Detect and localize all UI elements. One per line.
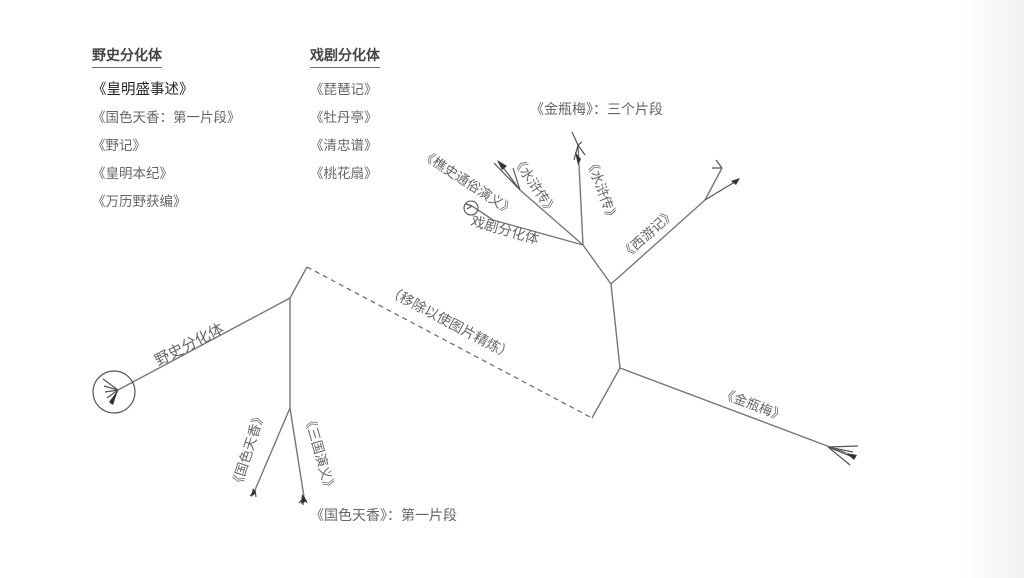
xiyou-tip [731,178,740,185]
jinping-top-tip [575,152,581,165]
trunk-yeshi [117,297,291,391]
branch-upper-left [582,244,612,285]
legend-yeshi-item: 《万历野获编》 [92,194,187,210]
trunk-right [610,283,621,369]
shuihu-tip [497,160,507,170]
guose-tip [251,488,256,497]
root-circle [92,370,136,414]
jinping-top-twig [571,131,586,161]
branch-xiyou [610,199,706,285]
xiyou-twig [704,159,739,201]
branch-sanguo [289,407,305,498]
legend-yeshi-item: 《野记》 [92,138,146,154]
legend-yeshi-item: 《皇明本纪》 [92,166,173,182]
legend-xiju-title: 戏剧分化体 [310,45,380,68]
branch-guose [254,407,291,491]
label-yeshi-branch: 野史分化体 [152,319,227,369]
jinping-twig [827,445,859,466]
root-twig [102,378,119,405]
branch-xiyou-upper [704,167,723,201]
branch-qiaoshi-end [471,205,494,221]
label-guose-bottom: 《国色天香》：第一片段 [310,507,457,524]
sanguo-tip [301,494,307,504]
branch-jinping [619,367,847,454]
jinping-tip [846,453,857,460]
qiaoshi-twig [465,203,473,210]
label-jinping-branch: 《金瓶梅》 [719,386,788,425]
trunk-upper [289,266,308,299]
branch-shuihu [519,189,584,246]
legend-xiju-item: 《桃花扇》 [310,166,378,182]
trunk-lower [591,367,621,419]
legend-yeshi: 野史分化体 《皇明盛事述》 《国色天香：第一片段》 《野记》 《皇明本纪》 《万… [92,45,241,216]
qiaoshi-circle [463,200,479,216]
branch-qiaoshi [492,219,584,246]
root-tip [109,390,118,405]
legend-xiju-item: 《牡丹亭》 [310,110,378,126]
page-edge-shadow [964,0,1024,578]
legend-yeshi-item: 《国色天香：第一片段》 [92,110,241,126]
shuihu-twig [493,162,521,191]
legend-xiju-item: 《清忠谱》 [310,138,378,154]
label-guose-branch: 《国色天香》 [228,409,269,491]
legend-yeshi-title: 野史分化体 [92,45,162,68]
legend-xiju: 戏剧分化体 《琵琶记》 《牡丹亭》 《清忠谱》 《桃花扇》 [310,45,380,188]
label-shuihu-branch-2: 《水浒传》 [582,156,620,225]
label-xiju-branch: 戏剧分化体 [469,213,541,248]
label-xiyou-branch: 《西游记》 [618,206,679,263]
legend-yeshi-item: 《皇明盛事述》 [92,82,194,98]
label-jinping-top: 《金瓶梅》：三个片段 [530,102,663,118]
label-removed-note: （移除以使图片精炼） [384,283,516,364]
removed-link [306,266,593,419]
legend-xiju-item: 《琵琶记》 [310,82,378,98]
label-sanguo-branch: 《三国演义》 [300,413,338,495]
